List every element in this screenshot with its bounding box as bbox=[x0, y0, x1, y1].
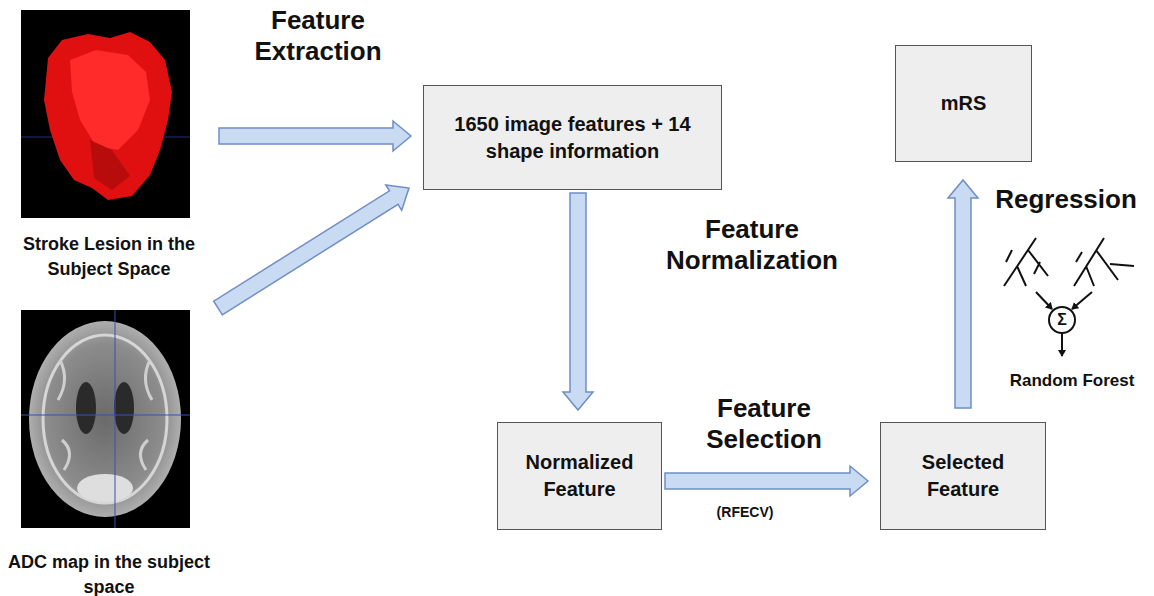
lesion-image bbox=[21, 10, 190, 218]
process-box: Selected Feature bbox=[880, 422, 1046, 530]
image-panel: Stroke Lesion in the Subject Space bbox=[2, 10, 216, 282]
step-label: Feature Normalization bbox=[642, 214, 862, 276]
box-label: Selected Feature bbox=[891, 449, 1035, 503]
flow-arrow bbox=[214, 185, 409, 315]
process-box: Normalized Feature bbox=[497, 422, 662, 530]
process-box: 1650 image features + 14 shape informati… bbox=[423, 85, 722, 190]
step-label: Feature Selection bbox=[669, 393, 859, 455]
box-label: 1650 image features + 14 shape informati… bbox=[434, 111, 711, 165]
adc-map-image bbox=[21, 310, 190, 528]
image-caption: ADC map in the subject space bbox=[2, 550, 216, 596]
image-caption: Stroke Lesion in the Subject Space bbox=[2, 232, 216, 282]
box-label: mRS bbox=[941, 90, 987, 117]
step-label: Feature Extraction bbox=[218, 5, 418, 67]
flow-arrow bbox=[665, 466, 868, 496]
flow-arrow bbox=[219, 121, 411, 151]
random-forest-icon bbox=[1004, 238, 1134, 356]
flow-arrow bbox=[563, 193, 593, 410]
annotation-label: (RFECV) bbox=[695, 503, 795, 521]
flow-arrow bbox=[948, 180, 978, 408]
annotation-label: Random Forest bbox=[987, 370, 1154, 392]
step-label: Regression bbox=[976, 184, 1154, 215]
annotation-label: Σ bbox=[1050, 308, 1074, 332]
image-panel: ADC map in the subject space bbox=[2, 310, 216, 596]
box-label: Normalized Feature bbox=[508, 449, 651, 503]
process-box: mRS bbox=[895, 45, 1032, 162]
